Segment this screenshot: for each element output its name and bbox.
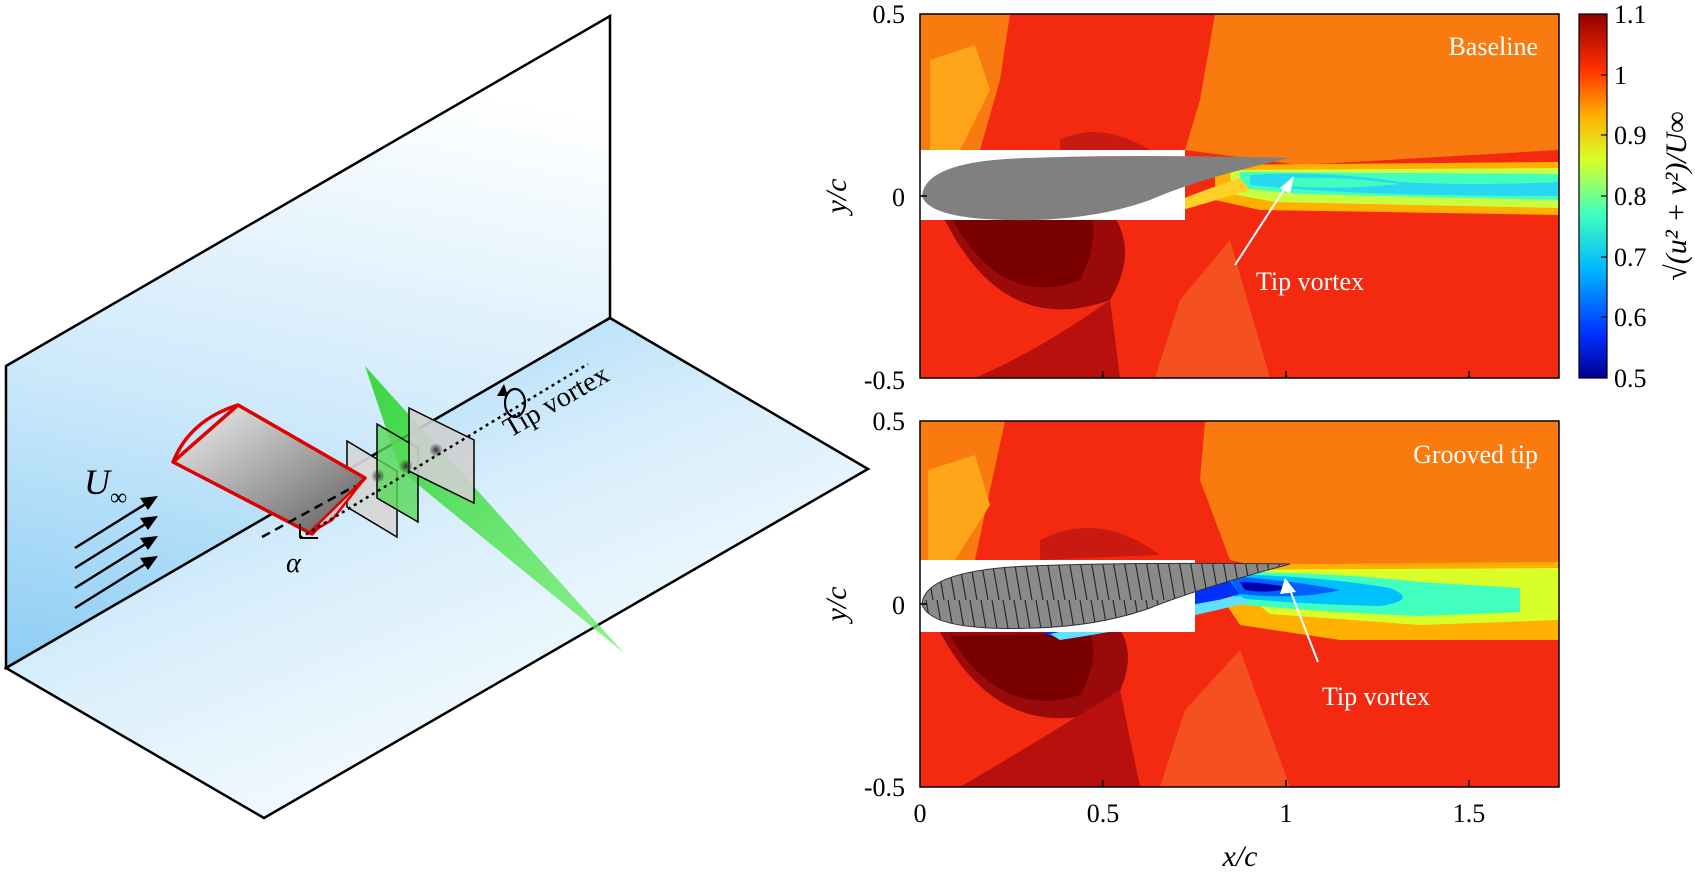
panel-grooved: Grooved tip Tip vortex: [919, 420, 1560, 788]
ylabel-bottom: y/c: [820, 587, 853, 625]
ytick-top-1: 0.5: [873, 0, 906, 29]
chord-line: [261, 484, 356, 539]
freestream-sub: ∞: [110, 485, 127, 511]
xtick-1: 0: [914, 799, 927, 828]
angle-label: α: [286, 548, 302, 579]
grooved-airfoil: [921, 562, 1291, 629]
freestream-arrows: [74, 496, 158, 610]
vortex-annotation: Tip vortex: [1322, 682, 1430, 711]
rotation-icon: [503, 387, 527, 419]
xtick-4: 1.5: [1453, 799, 1486, 828]
panel-title: Baseline: [1448, 32, 1538, 61]
xtick-2: 0.5: [1087, 799, 1120, 828]
measurement-plane: [408, 406, 475, 505]
ylabel-top: y/c: [820, 179, 853, 217]
ytick-bottom-3: -0.5: [864, 773, 905, 802]
cbar-label: √(u² + v²)/U∞: [1660, 111, 1693, 280]
cbar-tick: 0.6: [1614, 303, 1647, 332]
vortex-annotation: Tip vortex: [1256, 267, 1364, 296]
colorbar: 1.1 1 0.9 0.8 0.7 0.6 0.5 √(u² + v²)/U∞: [1578, 0, 1693, 393]
ytick-bottom-1: 0.5: [873, 407, 906, 436]
panel-title: Grooved tip: [1413, 440, 1538, 469]
cbar-tick: 0.8: [1614, 182, 1647, 211]
freestream-label: U: [84, 462, 112, 502]
cbar-tick: 1.1: [1614, 0, 1647, 29]
ytick-top-2: 0: [892, 183, 905, 212]
xtick-3: 1: [1280, 799, 1293, 828]
xlabel: x/c: [1222, 840, 1258, 873]
vortex-axis: [299, 362, 589, 540]
cbar-tick: 0.5: [1614, 364, 1647, 393]
cbar-tick: 0.7: [1614, 243, 1647, 272]
cbar-tick: 1: [1614, 61, 1627, 90]
panel-baseline: Baseline Tip vortex: [919, 13, 1560, 379]
axes: 0.5 0 -0.5 0.5 0 -0.5 0 0.5 1 1.5 x/c y/…: [820, 0, 1485, 873]
ytick-top-3: -0.5: [864, 366, 905, 395]
ytick-bottom-2: 0: [892, 591, 905, 620]
airfoil: [922, 156, 1290, 221]
cbar-tick: 0.9: [1614, 121, 1647, 150]
schematic: U ∞ α Tip vortex: [3, 13, 871, 820]
